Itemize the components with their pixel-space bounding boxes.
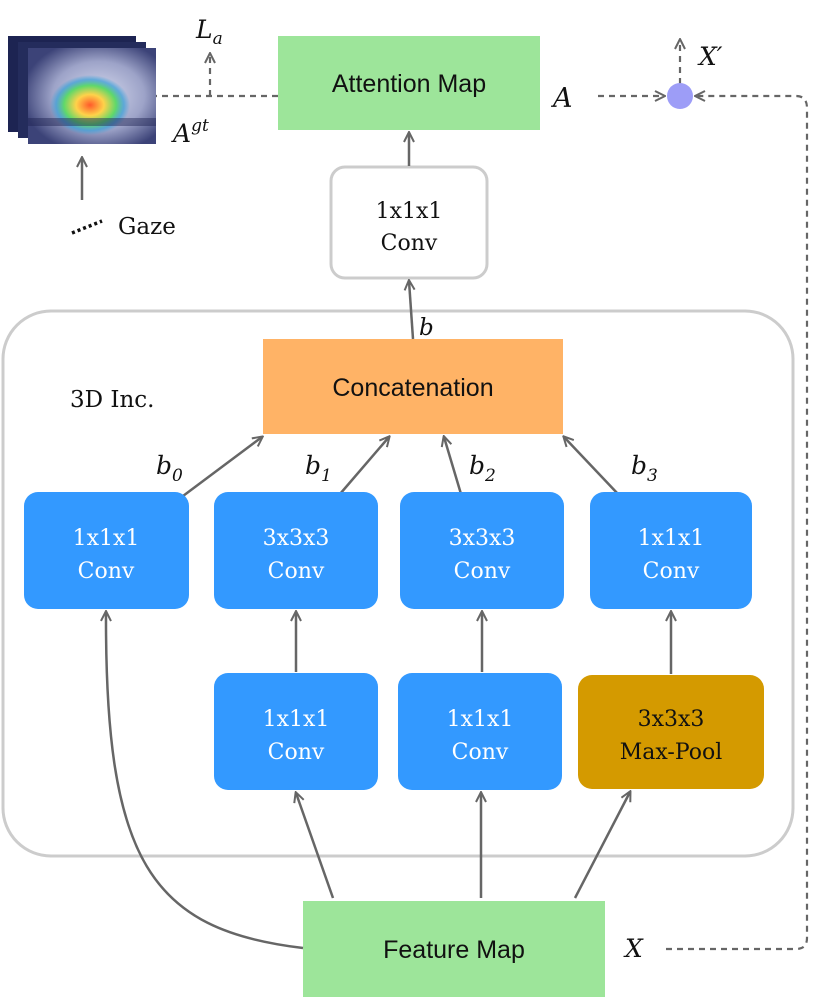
b3-to-concat-arrow	[564, 437, 619, 495]
feature-to-branch1-arrow	[296, 793, 335, 899]
attention-A-label: A	[550, 83, 573, 114]
feature-map-label: Feature Map	[383, 936, 525, 964]
branch2-conv-line1: 3x3x3	[449, 526, 516, 551]
branch2-reduce-node	[398, 673, 562, 790]
maxpool-line2: Max-Pool	[620, 740, 723, 765]
attention-map-node	[278, 36, 540, 130]
top-conv-line2: Conv	[381, 231, 438, 256]
branch1-conv-line2: Conv	[268, 559, 325, 584]
branch0-conv-node	[24, 492, 189, 609]
branch2-reduce-line1: 1x1x1	[447, 707, 514, 732]
X-to-multiply-dashed	[666, 96, 809, 951]
branch1-reduce-line2: Conv	[268, 740, 325, 765]
branch1-reduce-line1: 1x1x1	[263, 707, 330, 732]
top-conv-node	[329, 165, 489, 280]
attention-map-label: Attention Map	[332, 70, 486, 98]
concatenation-node	[263, 339, 563, 434]
inception-module-frame	[1, 309, 795, 858]
concat-to-conv-arrow	[409, 281, 413, 340]
inception-label: 3D Inc.	[70, 387, 154, 413]
concatenation-label: Concatenation	[332, 374, 493, 402]
b3-label: b3	[631, 451, 658, 486]
branch1-conv-node	[214, 492, 378, 609]
gaze-label: Gaze	[118, 214, 176, 240]
b0-to-concat-arrow	[182, 437, 262, 498]
ground-truth-attention-label: Agt	[171, 116, 209, 148]
b2-to-concat-arrow	[444, 437, 463, 495]
branch3-conv-line1: 1x1x1	[638, 526, 705, 551]
branch0-conv-line2: Conv	[78, 559, 135, 584]
maxpool-node	[578, 675, 764, 789]
feature-to-branch0-arrow	[106, 612, 304, 950]
b-label: b	[419, 315, 434, 341]
top-conv-line1: 1x1x1	[376, 199, 443, 224]
branch1-conv-line1: 3x3x3	[263, 526, 330, 551]
loss-label: La	[195, 15, 223, 49]
branch2-reduce-line2: Conv	[452, 740, 509, 765]
feature-to-maxpool-arrow	[573, 792, 630, 899]
branch1-reduce-node	[214, 673, 378, 790]
gaze-dotted-line	[71, 219, 103, 235]
branch2-conv-line2: Conv	[454, 559, 511, 584]
branch3-conv-node	[590, 492, 752, 609]
maxpool-line1: 3x3x3	[638, 707, 705, 732]
b1-to-concat-arrow	[339, 437, 389, 495]
gaze-heatmap-stack	[8, 36, 156, 144]
branch0-conv-line1: 1x1x1	[73, 526, 140, 551]
branch2-conv-node	[400, 492, 564, 609]
b2-label: b2	[469, 451, 496, 486]
output-X-prime-label: X′	[697, 42, 723, 71]
branch3-conv-line2: Conv	[643, 559, 700, 584]
input-X-label: X	[623, 934, 644, 963]
b1-label: b1	[305, 451, 332, 486]
feature-map-node	[303, 901, 605, 997]
b0-label: b0	[156, 451, 183, 486]
multiply-node	[667, 83, 693, 109]
